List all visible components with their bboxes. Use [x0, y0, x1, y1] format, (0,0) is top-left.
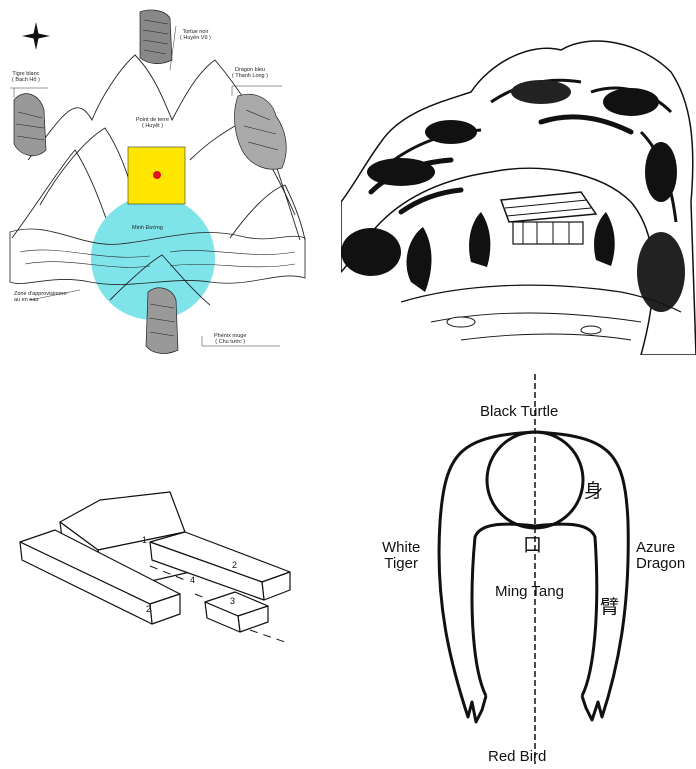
azure-dragon-label: Azure Dragon	[636, 540, 685, 572]
armchair-diagram: Black Turtle White Tiger Azure Dragon Mi…	[340, 372, 696, 769]
phoenix-label: Phénix rouge ( Chu tước )	[214, 334, 246, 346]
tiger-figure	[14, 94, 46, 156]
dragon-figure	[235, 94, 287, 169]
turtle-figure	[140, 10, 172, 64]
white-tiger-label: White Tiger	[382, 540, 420, 572]
minh-duong-label: Minh Đường	[132, 226, 163, 232]
ming-tang-label: Ming Tang	[495, 584, 564, 600]
block-label-3: 3	[230, 597, 235, 606]
compass-icon	[22, 22, 50, 50]
block-diagram: 1 2 2 3 4	[0, 372, 330, 769]
dragon-label: Dragon bleu ( Thanh Long )	[232, 68, 268, 80]
point-label: Point de terre ( Huyệt )	[136, 118, 169, 130]
block-label-2-left: 2	[146, 605, 151, 614]
body-character: 身	[584, 482, 603, 502]
phoenix-figure	[146, 288, 178, 354]
turtle-label: Tortue noir ( Huyền Vũ )	[180, 30, 211, 42]
block-label-2-right: 2	[232, 561, 237, 570]
water-label: Zone d'approvisionne- au en eau	[14, 292, 68, 304]
black-turtle-label: Black Turtle	[480, 404, 558, 420]
arm-character: 臂	[600, 598, 619, 618]
block-label-1: 1	[142, 536, 147, 545]
armchair-blocks	[0, 372, 330, 769]
fengshui-map: Tortue noir ( Huyền Vũ ) Tigre blanc ( B…	[0, 0, 318, 360]
landscape-illustration	[341, 22, 696, 355]
fengshui-map-drawing	[0, 0, 318, 360]
tiger-label: Tigre blanc ( Bạch Hổ )	[12, 72, 40, 84]
landscape-drawing	[341, 22, 696, 355]
block-label-4: 4	[190, 576, 195, 585]
red-bird-label: Red Bird	[488, 749, 546, 765]
mouth-character: 口	[523, 536, 542, 556]
point-de-terre-dot	[153, 171, 161, 179]
